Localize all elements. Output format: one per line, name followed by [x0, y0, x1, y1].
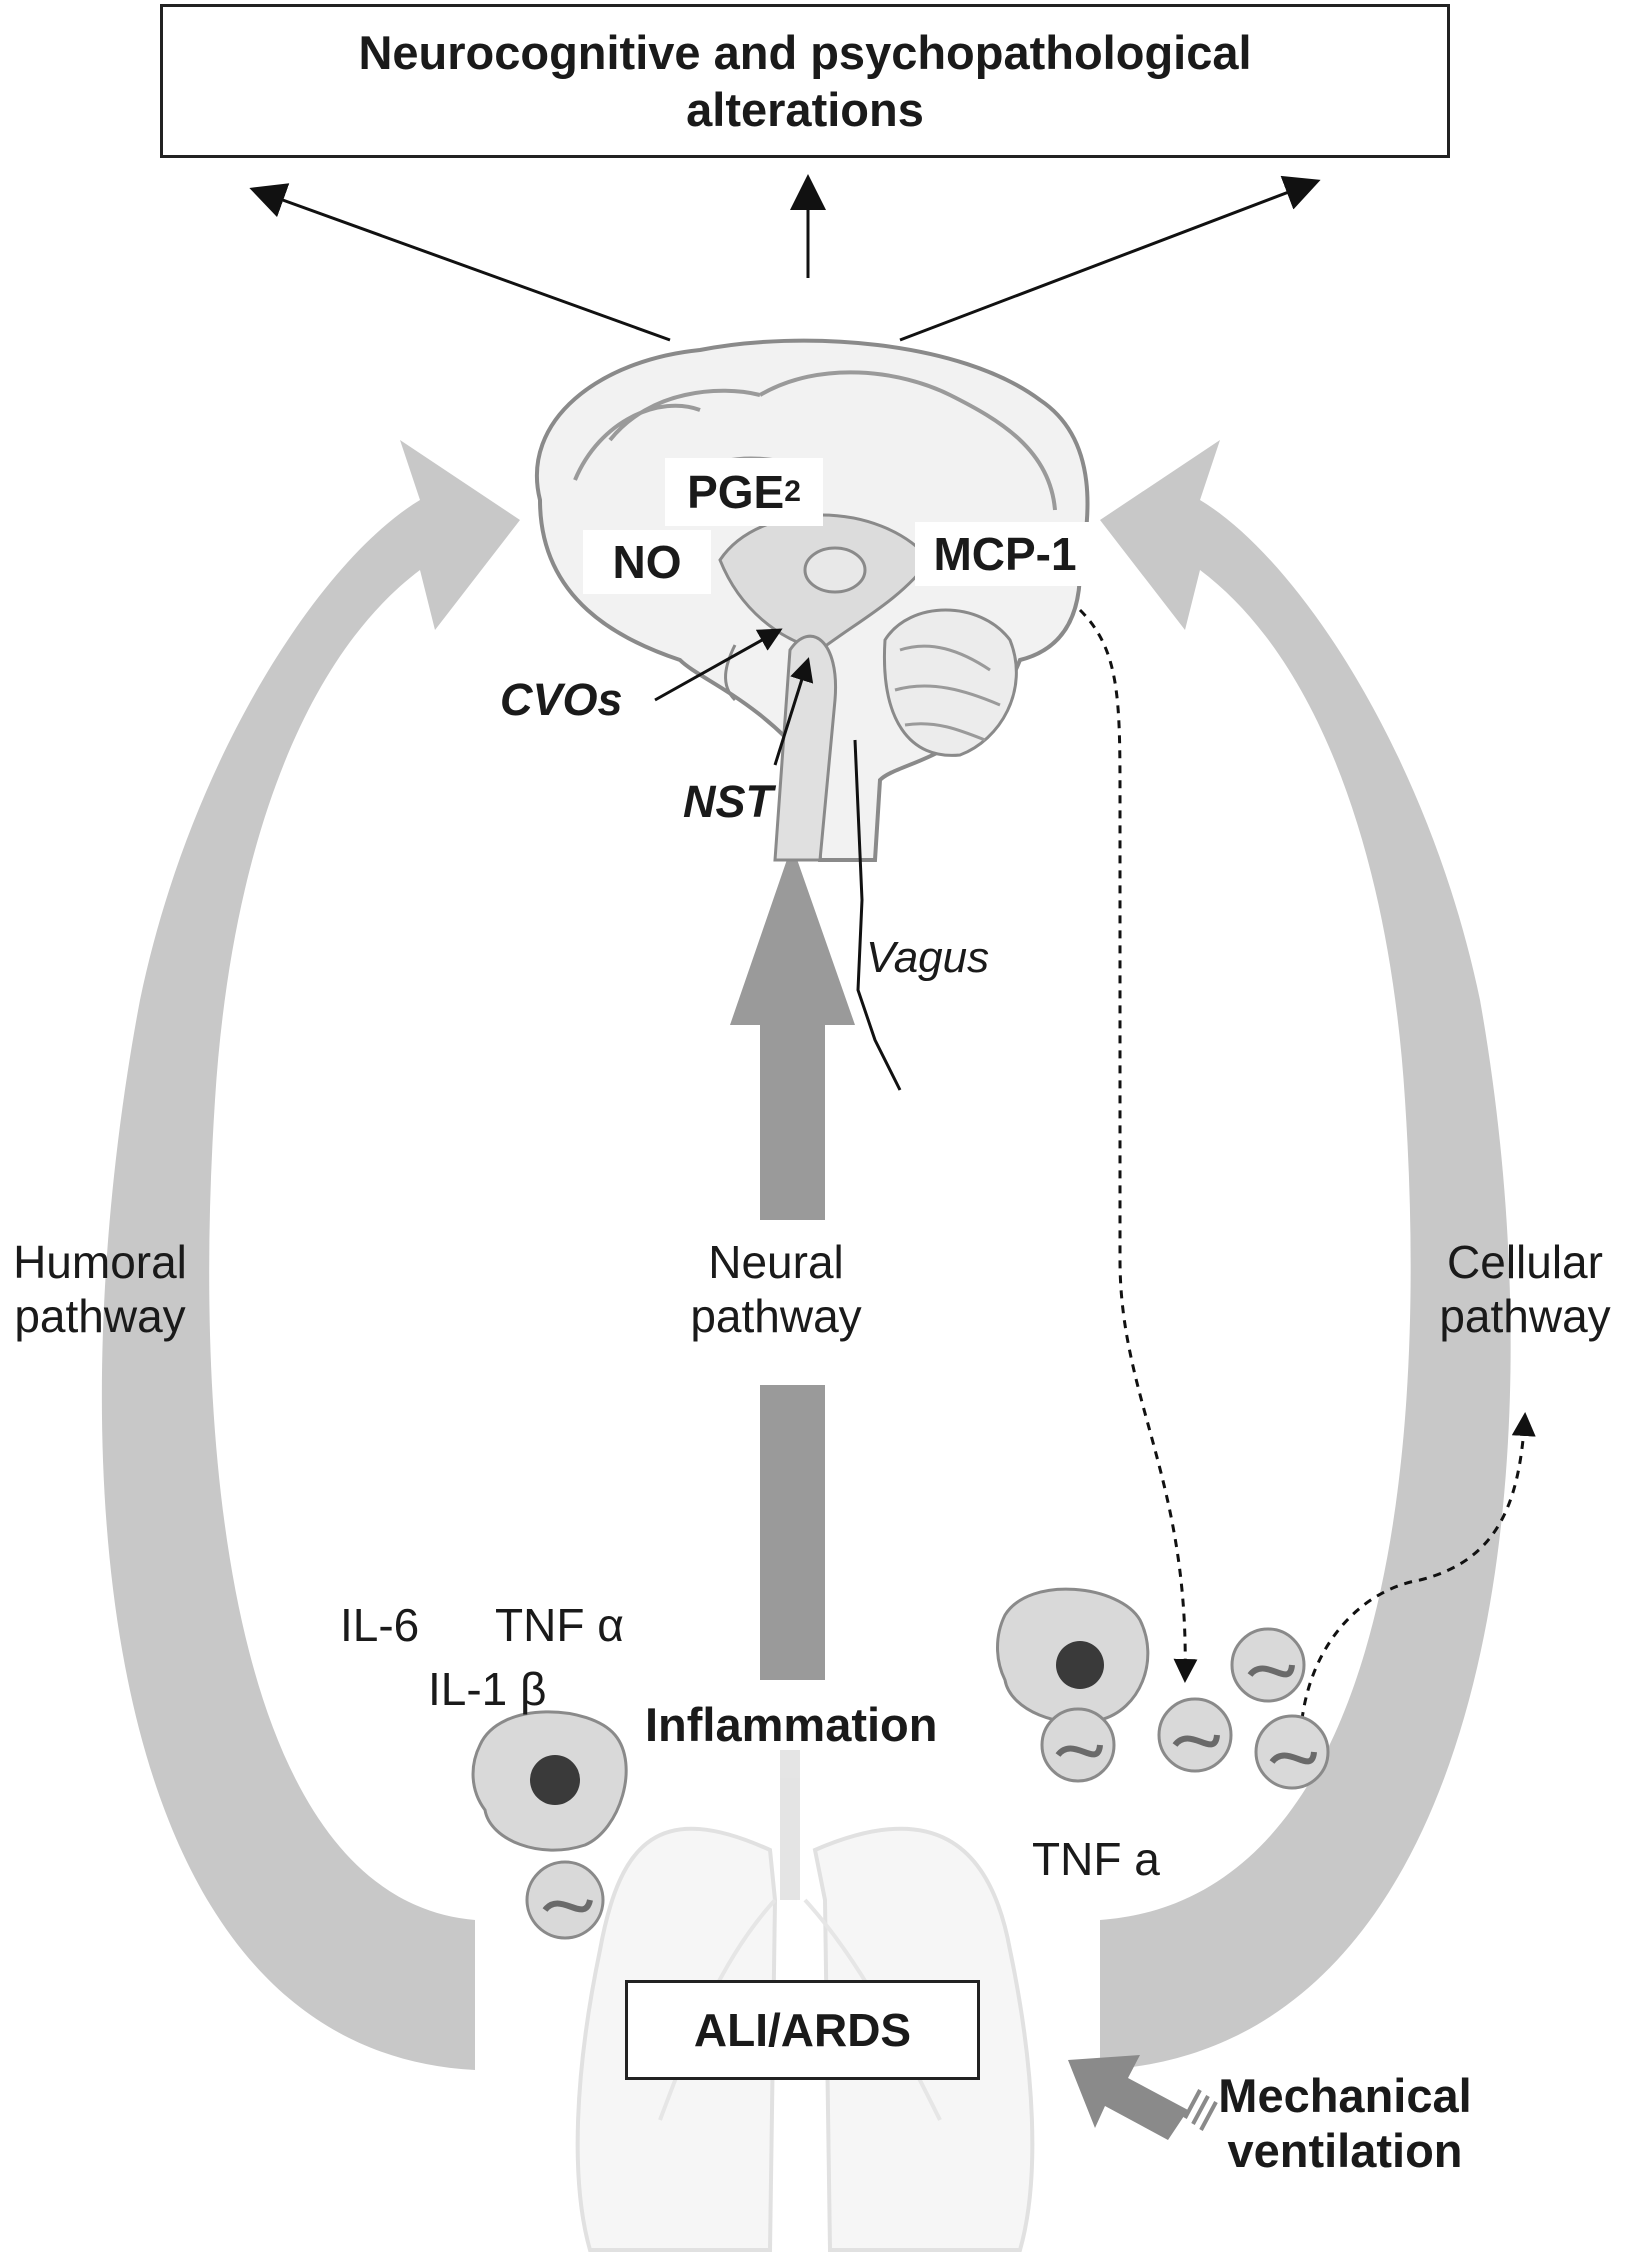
arrow-to-title-right: [899, 175, 1321, 342]
vagus-label: Vagus: [866, 933, 990, 982]
cellular-line1: Cellular: [1447, 1236, 1603, 1288]
neural-pathway-arrow: [730, 845, 855, 1680]
outcome-title: Neurocognitive and psychopathological al…: [358, 25, 1252, 136]
ali-ards-box: ALI/ARDS: [625, 1980, 980, 2080]
cellular-line2: pathway: [1439, 1290, 1611, 1343]
pge-text: PGE: [687, 466, 785, 518]
cvos-label: CVOs: [500, 674, 623, 725]
macrophage-cell-left: [471, 1710, 628, 1852]
cellular-pathway-label: Cellular pathway: [1425, 1235, 1625, 1344]
cvos-pointer: [654, 628, 783, 702]
humoral-line2: pathway: [14, 1290, 186, 1343]
humoral-line1: Humoral: [13, 1236, 187, 1288]
nst-label: NST: [683, 776, 773, 827]
macrophage-cell-right: [996, 1587, 1150, 1725]
neutrophil-cell-left: [525, 1860, 605, 1940]
mechanical-ventilation-label: Mechanical ventilation: [1195, 2068, 1495, 2179]
ventilation-line1: Mechanical: [1218, 2069, 1472, 2122]
brain-illustration: [534, 338, 1090, 862]
ventilation-line2: ventilation: [1227, 2124, 1463, 2178]
cellular-pathway-arrow: [1100, 440, 1511, 2070]
arrow-to-title-left: [249, 183, 671, 342]
il1-beta-label: IL-1 β: [428, 1663, 547, 1715]
inflammation-label: Inflammation: [645, 1698, 938, 1751]
humoral-pathway-arrow: [101, 440, 520, 2070]
nst-pointer: [773, 657, 814, 766]
neutrophil-cells-right: [1040, 1627, 1330, 1790]
vagus-nerve: [853, 739, 902, 1091]
mcp1-label: MCP-1: [915, 522, 1095, 586]
mechanical-ventilation-arrow: [1068, 2055, 1218, 2140]
tnf-a-label: TNF a: [1032, 1833, 1160, 1885]
mcp1-dotted-path: [1078, 608, 1198, 1683]
neural-pathway-label: Neural pathway: [672, 1235, 880, 1344]
ali-ards-label: ALI/ARDS: [693, 2004, 912, 2056]
humoral-pathway-label: Humoral pathway: [0, 1235, 200, 1344]
no-label: NO: [583, 530, 711, 594]
il6-label: IL-6: [340, 1599, 420, 1651]
neural-line1: Neural: [708, 1236, 844, 1288]
neural-line2: pathway: [690, 1290, 862, 1343]
cellular-dotted-path: [1298, 1412, 1536, 1751]
outcome-title-box: Neurocognitive and psychopathological al…: [160, 4, 1450, 158]
pge-subscript: 2: [784, 475, 801, 508]
tnf-alpha-label: TNF α: [495, 1599, 624, 1651]
